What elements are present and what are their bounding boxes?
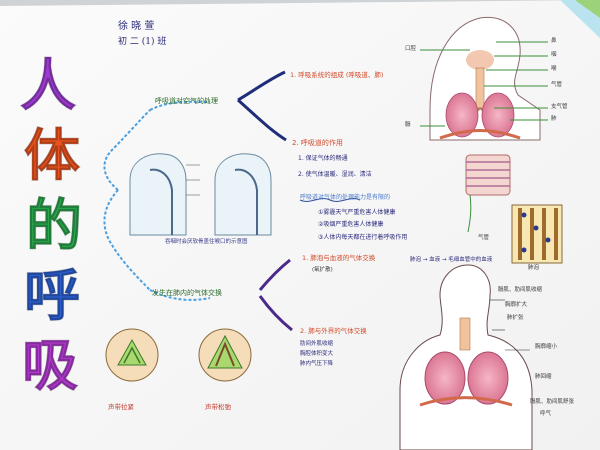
branch-2-item-2: 2. 使气体温暖、湿润、清洁	[298, 171, 372, 178]
bronchi-label: 气管	[478, 235, 490, 241]
organ-label-4: 气管	[551, 82, 563, 88]
branch-4-line-2: 胸腔体积变大	[300, 351, 334, 357]
branch-2-line-3: ③人体内每天都在进行着呼吸作用	[318, 234, 408, 241]
branch-2-line-2: ②吸烟严重危害人体健康	[318, 221, 384, 228]
title-char-5: 吸	[22, 333, 79, 399]
title-char-2: 体	[24, 123, 81, 189]
right-note-3: 肺扩张	[507, 315, 524, 321]
main-stem-line	[103, 109, 151, 191]
organ-label-3: 喉	[551, 66, 557, 72]
right-note-5: 肺回缩	[535, 374, 552, 380]
branch-upper-main: 呼吸道对空气的处理	[155, 97, 218, 105]
alveolus-label: 肺泡	[528, 265, 540, 271]
alveolus-figure	[511, 204, 563, 264]
branch-3-title: 1. 肺泡与血液的气体交换	[302, 254, 376, 262]
left-organ-label-2: 膈	[405, 122, 411, 128]
vocal-left-label: 声带拉紧	[108, 403, 134, 411]
branch-4-line-3: 肺内气压下降	[300, 361, 334, 367]
branch-lower-1	[258, 258, 291, 291]
right-note-6: 膈肌、肋间肌舒张	[530, 399, 575, 405]
left-organ-label-1: 口腔	[405, 46, 417, 52]
branch-upper-2	[237, 98, 287, 142]
organ-label-6: 肺	[551, 116, 557, 122]
branch-3-formula: 肺泡 → 血液 → 毛细血管中的血液	[410, 257, 493, 263]
organ-label-2: 咽	[551, 52, 557, 58]
branch-4-line-1: 肋间外肌收缩	[300, 341, 334, 347]
respiratory-system-figure	[420, 16, 548, 141]
branch-2-title: 2. 呼吸道的作用	[292, 139, 343, 147]
throat-diagrams	[129, 153, 272, 236]
organ-label-1: 鼻	[551, 38, 557, 44]
branch-upper-1	[237, 70, 286, 102]
class-name: 初 二 (1) 班	[118, 37, 167, 47]
branch-2-note: 呼吸道对气体的处理能力是有限的	[300, 194, 391, 201]
title-char-1: 人	[20, 53, 77, 119]
branch-lower-2	[258, 295, 293, 332]
title-char-4: 呼	[24, 263, 81, 329]
branch-2-item-1: 1. 保证气体的畅通	[298, 155, 348, 162]
right-note-2: 胸廓扩大	[505, 302, 528, 308]
right-note-4: 胸廓缩小	[535, 344, 558, 350]
right-note-1: 膈肌、肋间肌收缩	[498, 287, 543, 293]
branch-lower-main: 发生在肺内的气体交换	[152, 289, 222, 297]
branch-4-title: 2. 肺与外界的气体交换	[300, 327, 367, 335]
trachea-cylinder-figure	[465, 154, 511, 233]
author-name: 徐 晓 萱	[118, 21, 155, 32]
human-torso-figure	[399, 264, 533, 450]
branch-1-title: 1. 呼吸系统的组成 (呼吸道、肺)	[290, 71, 384, 79]
mid-caption: 吞咽时会厌软骨盖住喉口的示意图	[165, 239, 248, 245]
vocal-cord-figures	[105, 328, 252, 382]
right-note-7: 呼气	[540, 411, 552, 417]
title-char-3: 的	[26, 193, 83, 259]
branch-3-sub: (氧扩散)	[312, 267, 333, 273]
organ-label-5: 支气管	[551, 104, 568, 110]
underline-wave	[299, 198, 361, 202]
vocal-right-label: 声带松弛	[205, 403, 231, 411]
branch-2-line-1: ①雾霾天气严重危害人体健康	[318, 209, 396, 216]
